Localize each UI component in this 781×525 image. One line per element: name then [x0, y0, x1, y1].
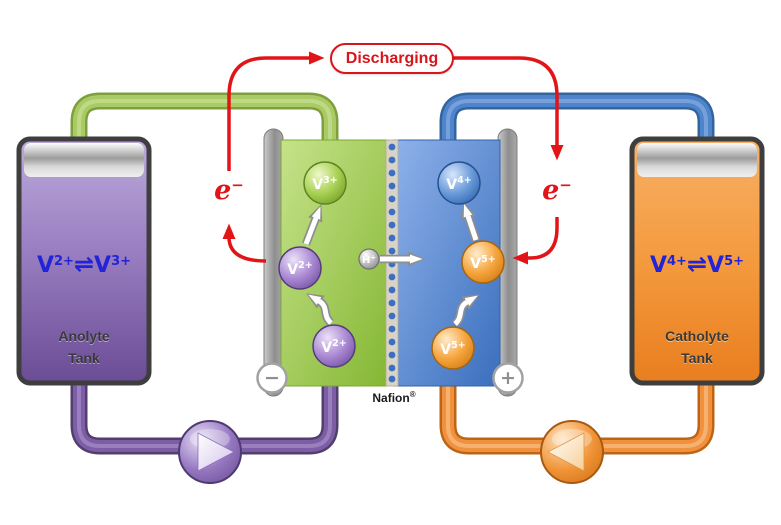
positive-terminal-icon: +	[492, 362, 524, 394]
discharging-label: Discharging	[345, 49, 439, 67]
ion-v2plus-mid: V2+	[278, 246, 322, 290]
ion-v5plus-mid: V5+	[461, 240, 505, 284]
anolyte-return-pipe	[70, 92, 339, 143]
anolyte-tank	[16, 136, 152, 386]
svg-text:V2+: V2+	[287, 260, 312, 278]
proton-ion: H+	[358, 248, 380, 270]
ion-v2plus-bottom: V2+	[312, 324, 356, 368]
ion-v5plus-bottom: V5+	[431, 326, 475, 370]
svg-text:V5+: V5+	[470, 254, 495, 272]
catholyte-return-pipe	[439, 92, 715, 143]
anolyte-pump-icon	[178, 420, 242, 484]
negative-terminal-icon: −	[256, 362, 288, 394]
svg-text:−: −	[264, 367, 280, 389]
svg-text:V4+: V4+	[446, 175, 471, 193]
membrane-label: Nafion®	[372, 390, 416, 405]
svg-text:H+: H+	[362, 254, 376, 267]
catholyte-pump-icon	[540, 420, 604, 484]
svg-text:V5+: V5+	[440, 340, 465, 358]
electron-label-left: e−	[214, 175, 244, 206]
ion-v3plus: V3+	[303, 161, 347, 205]
svg-text:+: +	[500, 367, 516, 389]
anolyte-tank-label: Anolyte Tank	[58, 328, 110, 366]
anolyte-formula: V2+⇌V3+	[36, 250, 132, 278]
electron-label-right: e−	[542, 175, 572, 206]
discharging-badge: Discharging	[330, 43, 454, 74]
ion-v4plus: V4+	[437, 161, 481, 205]
svg-text:V2+: V2+	[321, 338, 346, 356]
catholyte-tank-label: Catholyte Tank	[665, 328, 729, 366]
electron-circuit-wire	[222, 51, 564, 265]
reaction-arrows	[302, 201, 481, 328]
catholyte-tank	[629, 136, 765, 386]
catholyte-formula: V4+⇌V5+	[649, 250, 745, 278]
svg-text:V3+: V3+	[312, 175, 337, 193]
